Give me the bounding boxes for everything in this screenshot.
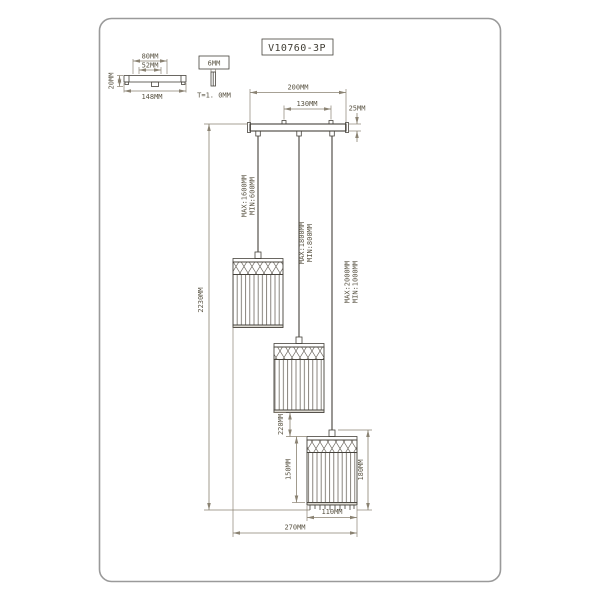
- bracket-label-box: [198, 55, 230, 70]
- cord-mount-2: [296, 130, 302, 137]
- ceiling-plate: [249, 123, 347, 132]
- dim-label-25mm: 25MM: [349, 105, 366, 113]
- shade-3-crystal-band: [306, 439, 358, 453]
- plate-endcap-left: [247, 122, 251, 133]
- dim-label-52mm: 52MM: [142, 62, 159, 70]
- dim-label-110mm: 110MM: [321, 508, 342, 516]
- shade-1-rim: [232, 324, 284, 328]
- dim-label-270mm: 270MM: [284, 524, 305, 532]
- shade-1-cap: [232, 258, 284, 263]
- title-block: V10760-3P: [261, 38, 334, 56]
- shade-2-body: [273, 359, 325, 411]
- cord-2-max-label: MAX:1800MM: [298, 222, 306, 264]
- shade-2-crystal-band: [273, 346, 325, 360]
- page-border: [98, 17, 502, 583]
- canopy-hub: [151, 81, 159, 87]
- cord-mount-3: [329, 130, 335, 137]
- shade-2-cap: [273, 343, 325, 348]
- dim-label-150mm: 150MM: [285, 459, 293, 480]
- drawing-number: V10760-3P: [268, 43, 326, 54]
- dim-label-80mm: 80MM: [142, 53, 159, 61]
- plate-endcap-right: [345, 122, 349, 133]
- canopy-detail: 80MM 52MM 20MM 148MM 6MM T=1. 0MM: [108, 53, 231, 102]
- cord-3-max-label: MAX:2000MM: [344, 261, 352, 303]
- shade-2-rim: [273, 409, 325, 413]
- dim-label-200mm: 200MM: [287, 84, 308, 92]
- mount-nub-left: [281, 120, 287, 125]
- cord-1-min-label: MIN:600MM: [249, 177, 257, 215]
- cord-1-max-label: MAX:1600MM: [241, 175, 249, 217]
- dim-label-2230mm: 2230MM: [197, 287, 205, 312]
- shade-3-cap: [306, 436, 358, 441]
- dim-label-220mm: 220MM: [277, 414, 285, 435]
- thickness-label: T=1. 0MM: [197, 92, 231, 100]
- dim-label-180mm: 180MM: [357, 459, 365, 480]
- shade-3-stem: [328, 429, 336, 437]
- canopy-screw-left: [124, 81, 129, 85]
- title-box: [261, 38, 334, 56]
- dim-label-6mm: 6MM: [208, 60, 221, 68]
- shade-3-body: [306, 452, 358, 503]
- shade-1-stem: [254, 251, 262, 259]
- shade-2: [273, 336, 325, 413]
- main-fixture: 200MM 130MM 25MM 2230MM MAX:1600MM MIN:6…: [197, 84, 372, 537]
- shade-1-crystal-band: [232, 261, 284, 275]
- dim-label-130mm: 130MM: [296, 100, 317, 108]
- dim-label-20mm: 20MM: [108, 73, 116, 90]
- shade-3-rim: [306, 502, 358, 506]
- canopy-screw-right: [181, 81, 186, 85]
- shade-1-body: [232, 274, 284, 326]
- cord-mount-1: [255, 130, 261, 137]
- canopy-plate: [123, 75, 187, 83]
- mount-nub-right: [328, 120, 334, 125]
- shade-3-crystal-drops: [309, 505, 355, 510]
- cord-2-min-label: MIN:800MM: [306, 224, 314, 262]
- cord-3-min-label: MIN:1000MM: [352, 261, 360, 303]
- shade-2-stem: [295, 336, 303, 344]
- shade-1: [232, 251, 284, 328]
- shade-3: [306, 429, 358, 510]
- dim-label-148mm: 148MM: [141, 93, 162, 101]
